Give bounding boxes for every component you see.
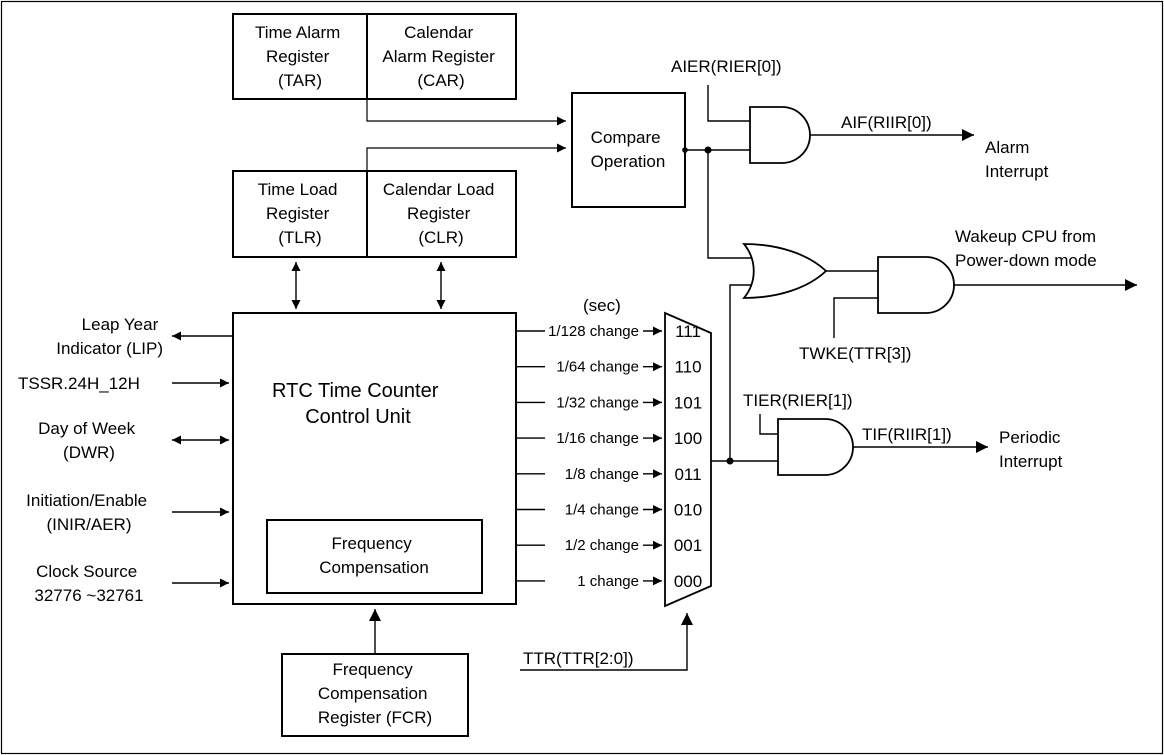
mux-label-bg xyxy=(545,428,643,447)
mux-change-label: 1 change xyxy=(577,573,639,590)
mux-unit-label: (sec) xyxy=(583,296,621,315)
car-label: Calendar Alarm Register (CAR) xyxy=(382,23,499,90)
clr-box xyxy=(366,170,517,258)
lip-label: Leap Year Indicator (LIP) xyxy=(56,315,163,358)
alarm-and-gate xyxy=(749,106,811,164)
twke-wire xyxy=(833,297,878,338)
mux-code-label: 110 xyxy=(674,358,701,377)
mux-change-label: 1/2 change xyxy=(565,537,639,554)
mux-label-bg xyxy=(545,499,643,518)
mux-code-label: 100 xyxy=(674,429,702,448)
tssr-label: TSSR.24H_12H xyxy=(18,374,140,393)
mux-shape xyxy=(664,311,712,608)
aier-label: AIER(RIER[0]) xyxy=(671,57,782,76)
tier-label: TIER(RIER[1]) xyxy=(743,391,853,410)
tar-label: Time Alarm Register (TAR) xyxy=(255,23,345,90)
periodic-interrupt-label: Periodic Interrupt xyxy=(999,428,1065,471)
wakeup-or-gate xyxy=(742,243,828,299)
mux-label-bg xyxy=(545,321,643,339)
mux-label-bg xyxy=(545,356,643,375)
inir-label: Initiation/Enable (INIR/AER) xyxy=(26,491,152,534)
mux-code-label: 111 xyxy=(675,322,701,341)
ttr-select-line xyxy=(520,613,693,671)
load-to-compare-line xyxy=(366,143,566,171)
fcr-box xyxy=(281,653,469,737)
mux-change-label: 1/128 change xyxy=(548,323,639,340)
wakeup-label: Wakeup CPU from Power-down mode xyxy=(955,227,1101,270)
clr-label: Calendar Load Register (CLR) xyxy=(383,180,499,247)
alarm-interrupt-label: Alarm Interrupt xyxy=(985,138,1049,181)
alarm-to-compare-line xyxy=(366,99,566,126)
periodic-to-or-wire xyxy=(729,284,760,461)
tier-wire xyxy=(759,414,778,435)
compare-box xyxy=(571,92,686,208)
compare-label: Compare Operation xyxy=(591,128,666,171)
ttr-select-label: TTR(TTR[2:0]) xyxy=(523,649,634,668)
fcr-label: Frequency Compensation Register (FCR) xyxy=(318,660,432,727)
freq-comp-label: Frequency Compensation xyxy=(319,534,429,577)
mux-change-label: 1/64 change xyxy=(556,359,639,376)
wakeup-and-gate xyxy=(877,256,955,314)
rtc-control-label: RTC Time Counter Control Unit xyxy=(272,380,444,428)
car-box xyxy=(366,13,517,100)
mux-code-label: 010 xyxy=(674,501,702,520)
compare-to-or-wire xyxy=(707,150,760,259)
mux-label-bg xyxy=(545,570,643,589)
tif-label: TIF(RIIR[1]) xyxy=(862,425,952,444)
tlr-box xyxy=(232,170,368,258)
aier-wire xyxy=(707,85,750,122)
dwr-label: Day of Week (DWR) xyxy=(38,419,140,462)
mux-rows: 1/128 change 111 1/64 change 110 1/32 change… xyxy=(516,321,702,591)
mux-change-label: 1/16 change xyxy=(556,430,639,447)
mux-change-label: 1/8 change xyxy=(565,466,639,483)
junction-dot-mux xyxy=(726,457,734,465)
mux-label-bg xyxy=(545,392,643,411)
tlr-label: Time Load Register (TLR) xyxy=(258,180,342,247)
mux-code-label: 000 xyxy=(674,572,702,591)
mux-code-label: 001 xyxy=(674,536,702,555)
periodic-and-gate xyxy=(777,418,854,476)
tar-box xyxy=(232,13,368,100)
mux-code-label: 011 xyxy=(674,465,701,484)
mux-code-label: 101 xyxy=(674,393,702,412)
mux-label-bg xyxy=(545,535,643,554)
mux-label-bg xyxy=(545,463,643,482)
freq-comp-box xyxy=(266,519,483,594)
mux-change-label: 1/32 change xyxy=(556,394,639,411)
clock-label: Clock Source 32776 ~32761 xyxy=(34,562,143,605)
aif-label: AIF(RIIR[0]) xyxy=(841,113,932,132)
mux-change-label: 1/4 change xyxy=(565,502,639,519)
twke-label: TWKE(TTR[3]) xyxy=(799,344,911,363)
